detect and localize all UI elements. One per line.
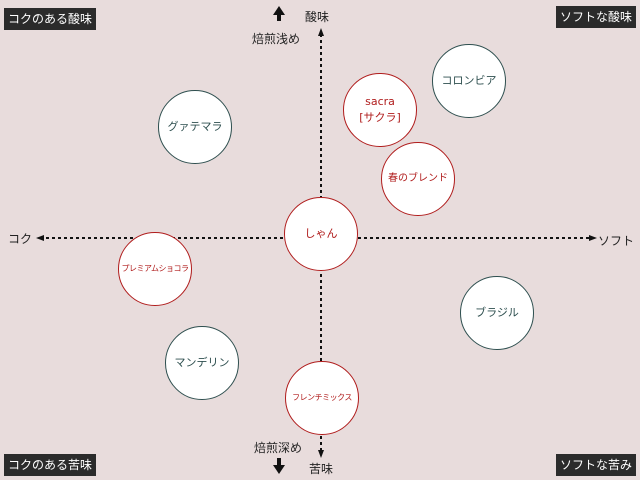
arrow-left-small — [36, 235, 44, 241]
product-colombia[interactable]: コロンビア — [432, 44, 506, 118]
arrow-up-small — [318, 28, 324, 36]
product-sub: [サクラ] — [359, 111, 401, 124]
arrow-up-bold-icon — [273, 6, 285, 21]
product-shan[interactable]: しゃん — [284, 197, 358, 271]
corner-bottom-left: コクのある苦味 — [4, 454, 97, 476]
corner-top-left: コクのある酸味 — [4, 8, 97, 30]
corner-bottom-right: ソフトな苦み — [555, 454, 636, 476]
corner-top-right: ソフトな酸味 — [555, 6, 636, 28]
product-label: プレミアムショコラ — [121, 264, 189, 273]
product-mandheling[interactable]: マンデリン — [165, 326, 239, 400]
product-sacra[interactable]: sacra [サクラ] — [343, 73, 417, 147]
axis-label-soft: ソフト — [598, 234, 635, 248]
product-name: sacra — [365, 95, 395, 108]
axis-label-dark-roast: 焙煎深め — [254, 441, 303, 455]
arrow-down-small — [318, 450, 324, 458]
product-premium-chocolat[interactable]: プレミアムショコラ — [118, 232, 192, 306]
axis-label-acidity: 酸味 — [305, 10, 330, 24]
product-label: 春のブレンド — [388, 173, 448, 184]
arrow-down-bold-icon — [273, 458, 285, 474]
product-label: グァテマラ — [167, 120, 223, 133]
product-label: フレンチミックス — [292, 393, 352, 402]
product-label: マンデリン — [174, 356, 230, 369]
product-brazil[interactable]: ブラジル — [460, 276, 534, 350]
product-label: コロンビア — [441, 74, 497, 87]
axis-label-light-roast: 焙煎浅め — [252, 32, 301, 46]
product-spring-blend[interactable]: 春のブレンド — [381, 142, 455, 216]
product-label: ブラジル — [475, 306, 519, 319]
axis-label-body: コク — [8, 232, 33, 246]
arrow-right-small — [589, 235, 597, 241]
product-label: sacra [サクラ] — [359, 94, 401, 126]
axis-label-bitterness: 苦味 — [309, 462, 334, 476]
product-french-mix[interactable]: フレンチミックス — [285, 361, 359, 435]
product-guatemala[interactable]: グァテマラ — [158, 90, 232, 164]
product-label: しゃん — [304, 227, 338, 240]
